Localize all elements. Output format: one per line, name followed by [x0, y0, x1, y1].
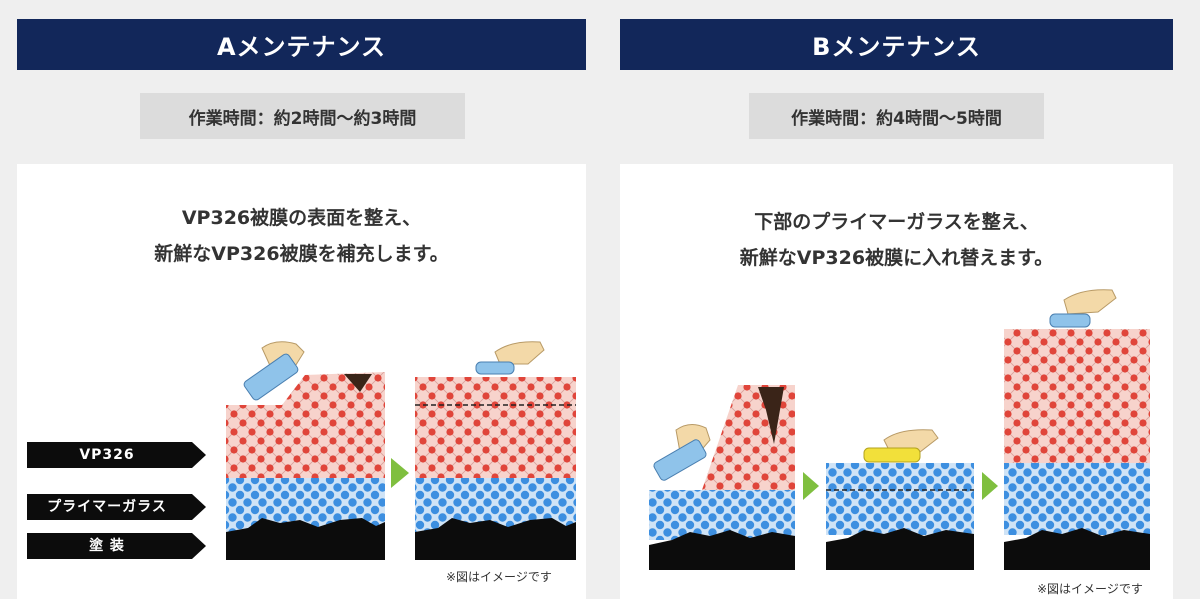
panel-a-description-line1: VP326被膜の表面を整え、: [181, 207, 422, 229]
panel-a-header: Aメンテナンス: [17, 19, 586, 70]
layer-label-arrow-primer: [27, 494, 206, 520]
primer-layer: [1004, 463, 1150, 535]
hand-icon: [494, 341, 545, 365]
label-vp326-text: VP326: [79, 447, 135, 463]
wear-mark: [758, 387, 784, 444]
sponge-hand-b3: [1049, 289, 1117, 328]
sponge-icon: [475, 361, 515, 375]
panel-a-note: ※図はイメージです: [446, 570, 552, 584]
layer-label-arrow-paint: [27, 533, 206, 559]
sponge-hand-a1: [243, 341, 305, 401]
panel-a-description-line2: 新鮮なVP326被膜を補充します。: [154, 243, 449, 265]
panel-b-title: Bメンテナンス: [812, 33, 981, 61]
panel-b-header: Bメンテナンス: [620, 19, 1173, 70]
sponge-icon: [653, 439, 707, 481]
panel-a-time: 作業時間：約2時間〜約3時間: [188, 108, 417, 129]
paint-layer: [1004, 528, 1150, 570]
label-primer-glass-text: プライマーガラス: [47, 499, 167, 515]
panel-a-title: Aメンテナンス: [216, 33, 387, 61]
arrow-b1: [803, 472, 819, 500]
sponge-hand-a2: [475, 341, 545, 375]
panel-b-description: 下部のプライマーガラスを整え、 新鮮なVP326被膜に入れ替えます。: [620, 204, 1173, 276]
paint-layer: [826, 528, 974, 570]
sponge-icon: [1049, 313, 1091, 328]
panel-a-after-block: [415, 377, 576, 560]
paint-layer: [415, 518, 576, 560]
sponge-hand-b2: [863, 429, 939, 463]
paint-layer: [649, 530, 795, 570]
hand-icon: [1063, 289, 1117, 315]
layer-label-arrow-vp326: [27, 442, 206, 468]
panel-b-time: 作業時間：約4時間〜5時間: [791, 108, 1002, 129]
sponge-hand-b1: [653, 424, 711, 481]
vp326-layer: [226, 372, 385, 478]
primer-layer: [649, 490, 795, 540]
paint-layer: [226, 518, 385, 560]
wear-mark: [344, 374, 372, 392]
arrow-b2: [982, 472, 998, 500]
hand-icon: [883, 429, 939, 453]
sponge-icon: [863, 447, 921, 463]
panel-a-before-block: [226, 372, 385, 560]
label-paint-text: 塗 装: [89, 538, 125, 554]
panel-b-mid-block: [826, 463, 974, 570]
primer-layer: [826, 463, 974, 535]
panel-b-description-line2: 新鮮なVP326被膜に入れ替えます。: [739, 247, 1054, 269]
vp326-layer: [1004, 329, 1150, 463]
panel-a-description: VP326被膜の表面を整え、 新鮮なVP326被膜を補充します。: [17, 200, 586, 272]
arrow-a: [391, 458, 409, 488]
panel-a-time-box: 作業時間：約2時間〜約3時間: [140, 93, 465, 139]
vp326-layer: [415, 377, 576, 478]
panel-b-time-box: 作業時間：約4時間〜5時間: [749, 93, 1044, 139]
panel-b-before-block: [649, 385, 795, 570]
panel-b-note: ※図はイメージです: [1037, 582, 1143, 596]
sponge-icon: [243, 353, 299, 401]
panel-b-description-line1: 下部のプライマーガラスを整え、: [754, 211, 1039, 233]
panel-b-after-block: [1004, 329, 1150, 570]
